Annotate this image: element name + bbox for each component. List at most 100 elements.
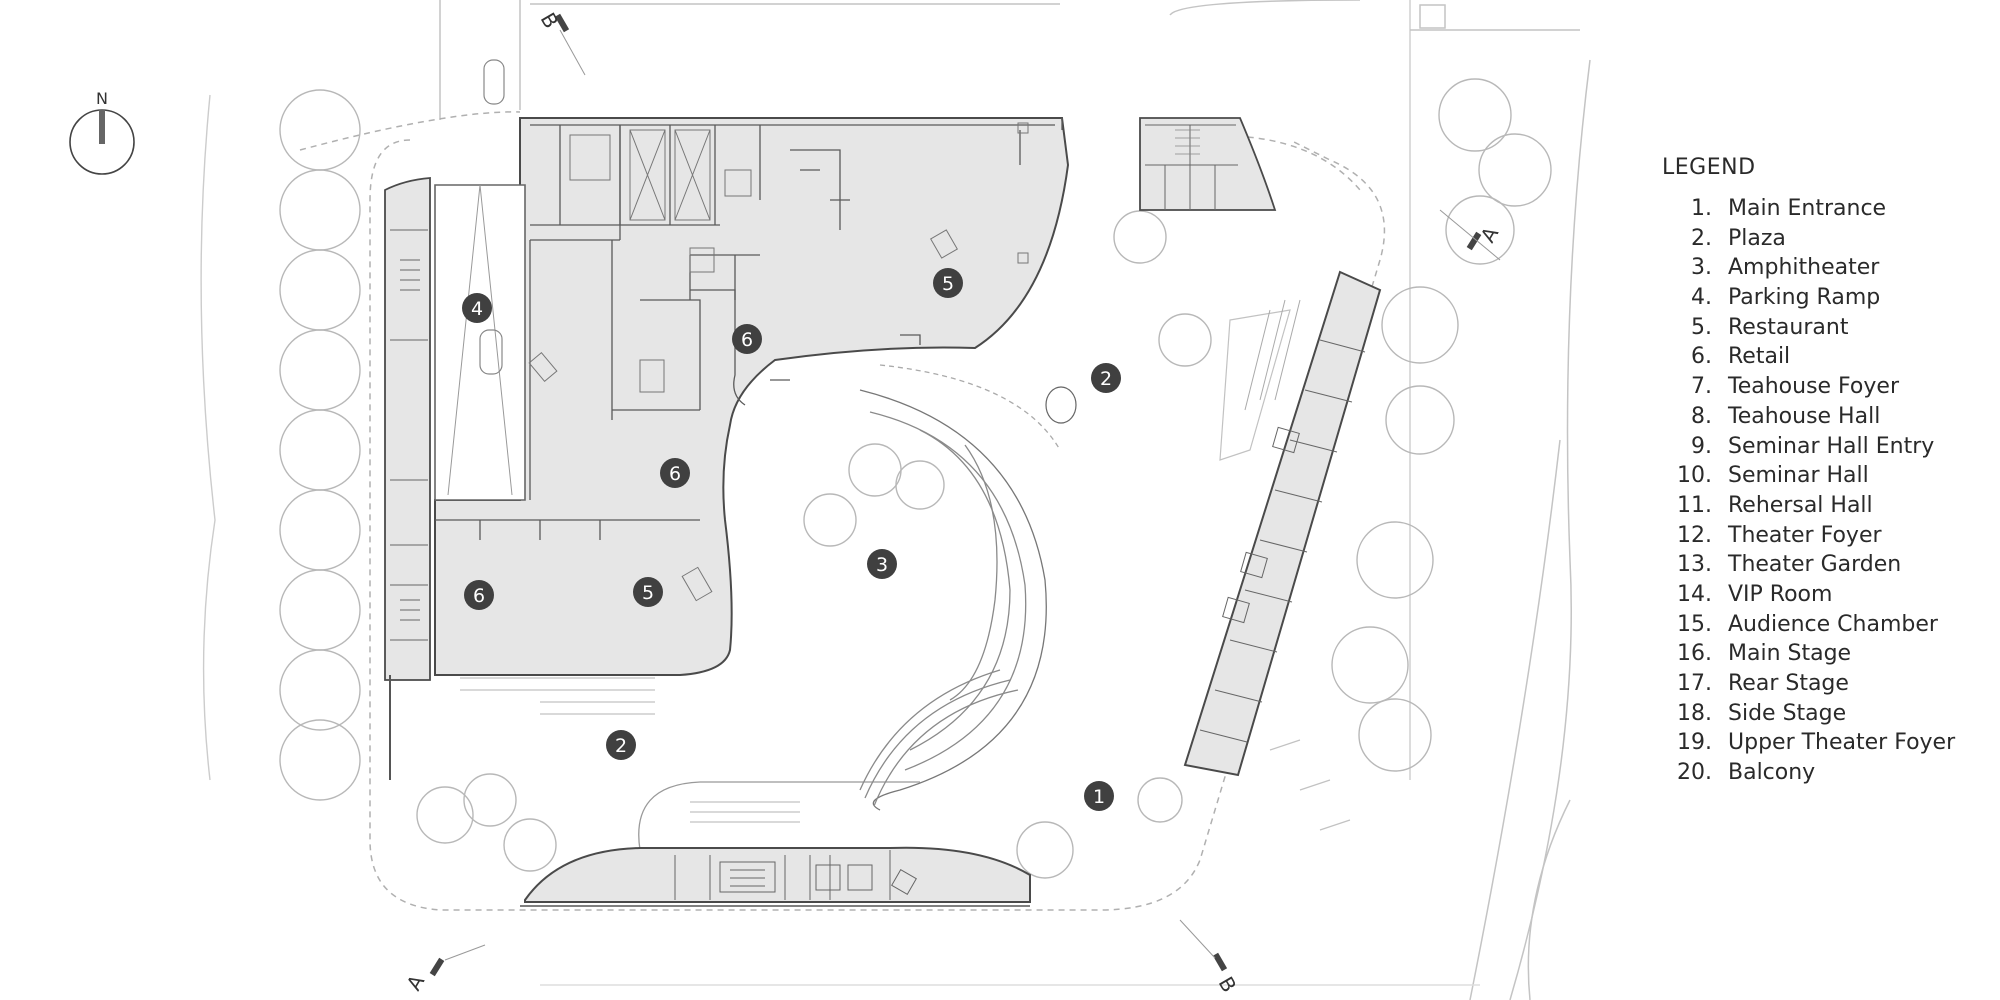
- legend-item-label: Seminar Hall: [1728, 463, 1869, 489]
- legend-item-number: 19.: [1677, 730, 1712, 756]
- legend-item: 15. Audience Chamber: [1662, 610, 1982, 640]
- zone-marker-6: 6: [732, 324, 762, 354]
- legend-item: 10. Seminar Hall: [1662, 461, 1982, 491]
- legend-item-label: Theater Garden: [1728, 552, 1902, 578]
- legend-item: 5. Restaurant: [1662, 313, 1982, 343]
- legend-item-label: Restaurant: [1728, 314, 1849, 340]
- building-footprint: [434, 117, 1070, 676]
- legend-item: 4. Parking Ramp: [1662, 283, 1982, 313]
- legend-item-label: Teahouse Hall: [1728, 403, 1881, 429]
- svg-text:5: 5: [942, 273, 954, 295]
- east-building: [1183, 270, 1382, 777]
- legend-item-number: 8.: [1691, 403, 1712, 429]
- legend-item-label: Seminar Hall Entry: [1728, 433, 1935, 459]
- legend-item-label: Audience Chamber: [1728, 611, 1938, 637]
- legend-item-label: Plaza: [1728, 225, 1786, 251]
- legend-item: 3. Amphitheater: [1662, 253, 1982, 283]
- legend-item: 9. Seminar Hall Entry: [1662, 432, 1982, 462]
- legend-item-number: 16.: [1677, 641, 1712, 667]
- zone-marker-6: 6: [660, 458, 690, 488]
- zone-marker-2: 2: [1091, 363, 1121, 393]
- legend-item-number: 1.: [1691, 196, 1712, 221]
- legend-item: 14. VIP Room: [1662, 580, 1982, 610]
- legend-item-number: 3.: [1691, 255, 1712, 281]
- section-mark-a-east: A: [1439, 209, 1503, 261]
- svg-text:4: 4: [471, 298, 483, 320]
- legend-item-label: Teahouse Foyer: [1728, 374, 1899, 400]
- north-label: N: [96, 89, 108, 108]
- legend-item-label: Rehersal Hall: [1728, 492, 1873, 518]
- zone-marker-1: 1: [1084, 781, 1114, 811]
- svg-text:1: 1: [1093, 786, 1105, 808]
- legend-item: 18. Side Stage: [1662, 699, 1982, 729]
- legend-item: 16. Main Stage: [1662, 639, 1982, 669]
- legend-item-label: Retail: [1728, 344, 1791, 370]
- legend-item: 20.Balcony: [1662, 758, 1982, 788]
- legend-item-number: 12.: [1677, 522, 1712, 548]
- svg-text:6: 6: [669, 463, 681, 485]
- legend-item-label: Amphitheater: [1728, 255, 1880, 281]
- legend-item-number: 11.: [1677, 492, 1712, 518]
- zone-marker-6: 6: [464, 580, 494, 610]
- section-mark-a-south: A: [402, 944, 486, 995]
- zone-marker-5: 5: [933, 268, 963, 298]
- legend-item-number: 2.: [1691, 225, 1712, 251]
- main-building: [384, 59, 1070, 780]
- legend-item-label: VIP Room: [1728, 581, 1833, 607]
- legend-item-number: 18.: [1677, 700, 1712, 726]
- svg-text:2: 2: [615, 735, 627, 757]
- svg-text:3: 3: [876, 554, 888, 576]
- legend-item-label: Balcony: [1728, 760, 1816, 786]
- trees: [200, 78, 1552, 879]
- site-details: [460, 309, 1351, 831]
- legend-item-number: 15.: [1677, 611, 1712, 637]
- legend-item-number: 14.: [1677, 581, 1712, 607]
- zone-markers: 1 2 2 3 4 5 5 6 6 6 6: [462, 268, 1121, 811]
- zone-marker-5: 5: [633, 577, 663, 607]
- legend-item-number: 9.: [1691, 433, 1712, 459]
- car-icon: [483, 59, 505, 105]
- svg-text:6: 6: [473, 585, 485, 607]
- zone-marker-2: 2: [606, 730, 636, 760]
- legend-item-label: Main Stage: [1728, 641, 1852, 667]
- section-label-b: B: [536, 9, 564, 33]
- legend-item-number: 4.: [1691, 285, 1712, 311]
- legend-item-number: 5.: [1691, 314, 1712, 340]
- legend-item-label: Upper Theater Foyer: [1728, 730, 1956, 756]
- legend-item: 19. Upper Theater Foyer: [1662, 728, 1982, 758]
- svg-text:2: 2: [1100, 368, 1112, 390]
- south-building: [520, 846, 1031, 907]
- legend-title: LEGEND: [1662, 155, 1756, 180]
- section-label-b: B: [1214, 973, 1242, 997]
- legend-item-label: Side Stage: [1728, 700, 1847, 726]
- svg-text:5: 5: [642, 582, 654, 604]
- ne-pavilion: [1139, 117, 1277, 211]
- zone-marker-4: 4: [462, 293, 492, 323]
- legend-item-number: 10.: [1677, 463, 1712, 489]
- legend-item: 7. Teahouse Foyer: [1662, 372, 1982, 402]
- legend-item: 2. Plaza: [1662, 224, 1982, 254]
- legend-item: 17. Rear Stage: [1662, 669, 1982, 699]
- legend-item: 11. Rehersal Hall: [1662, 491, 1982, 521]
- legend-item: 12. Theater Foyer: [1662, 521, 1982, 551]
- legend-item: 13.Theater Garden: [1662, 550, 1982, 580]
- legend-item: 8. Teahouse Hall: [1662, 402, 1982, 432]
- car-icon: [479, 329, 503, 375]
- section-label-a: A: [402, 970, 430, 994]
- legend-item: 1.Main Entrance: [1662, 194, 1982, 224]
- legend-item-number: 7.: [1691, 374, 1712, 400]
- section-mark-b-north: B: [536, 9, 586, 76]
- zone-marker-3: 3: [867, 549, 897, 579]
- legend-item-number: 6.: [1691, 344, 1712, 370]
- legend-item-label: Parking Ramp: [1728, 285, 1881, 311]
- legend-item-label: Theater Foyer: [1728, 522, 1882, 548]
- legend-item-label: Rear Stage: [1728, 671, 1849, 696]
- legend-item-number: 17.: [1677, 671, 1712, 696]
- svg-text:6: 6: [741, 329, 753, 351]
- amphitheater: [638, 364, 1061, 851]
- north-arrow-icon: N: [69, 89, 135, 175]
- site-lines: [439, 0, 1591, 1000]
